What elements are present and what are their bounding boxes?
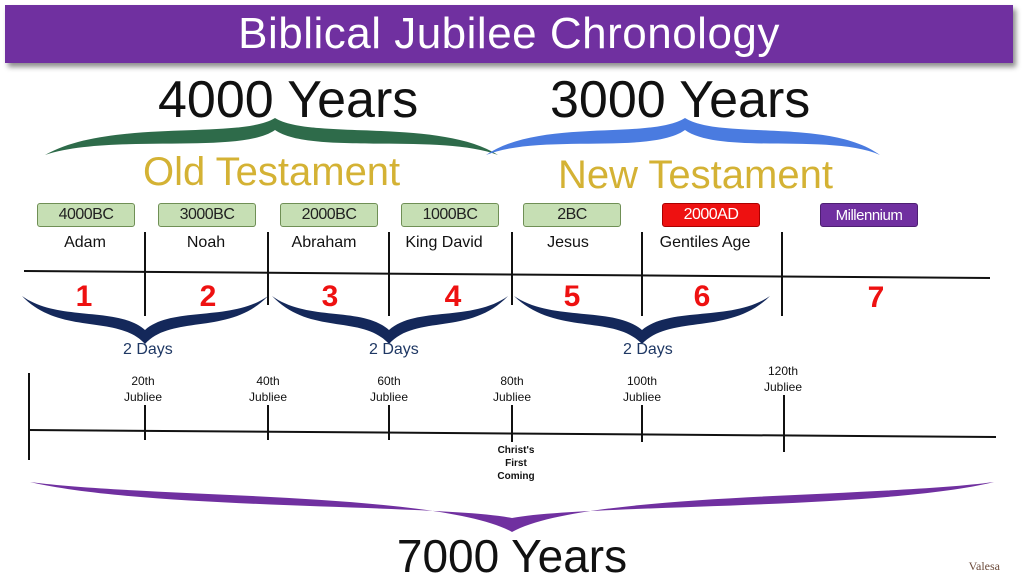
millennium-number: 5 [563, 280, 581, 313]
era-date-box: 3000BC [158, 203, 256, 227]
era-date-box: 2000AD [662, 203, 760, 227]
total-years-label: 7000 Years [396, 530, 628, 582]
old-testament-brace [45, 118, 498, 155]
page-title: Biblical Jubilee Chronology [238, 9, 780, 58]
day-group-label: 2 Days [623, 341, 673, 358]
day-brace [22, 296, 268, 344]
title-banner: Biblical Jubilee Chronology [5, 5, 1013, 63]
era-person: Noah [186, 234, 226, 251]
era-date-box: 2000BC [280, 203, 378, 227]
era-person: King David [405, 234, 483, 251]
era-person: Gentiles Age [659, 234, 751, 251]
right-years-label: 3000 Years [550, 71, 811, 129]
new-testament-brace [486, 118, 880, 155]
millennium-number: 4 [444, 280, 462, 313]
day-group-label: 2 Days [123, 341, 173, 358]
era-date-box: 2BC [523, 203, 621, 227]
millennium-number: 6 [693, 280, 711, 313]
millennium-timeline [23, 270, 991, 279]
total-years-brace [30, 482, 994, 532]
millennium-number: 7 [867, 281, 885, 314]
new-testament-label: New Testament [558, 153, 833, 197]
day-group-label: 2 Days [369, 341, 419, 358]
era-date-box: 4000BC [37, 203, 135, 227]
millennium-number: 3 [321, 280, 339, 313]
day-brace [514, 296, 770, 344]
first-coming-label: Christ's First Coming [497, 445, 535, 482]
era-date-box: 1000BC [401, 203, 499, 227]
era-person: Abraham [291, 234, 357, 251]
old-testament-label: Old Testament [143, 150, 401, 194]
left-years-label: 4000 Years [158, 71, 419, 129]
era-person: Jesus [547, 234, 589, 251]
era-date-box: Millennium [820, 203, 918, 227]
day-brace [272, 296, 508, 344]
millennium-number: 2 [199, 280, 217, 313]
millennium-number: 1 [75, 280, 93, 313]
era-person: Adam [64, 234, 106, 251]
author-signature: Valesa [968, 559, 1000, 573]
